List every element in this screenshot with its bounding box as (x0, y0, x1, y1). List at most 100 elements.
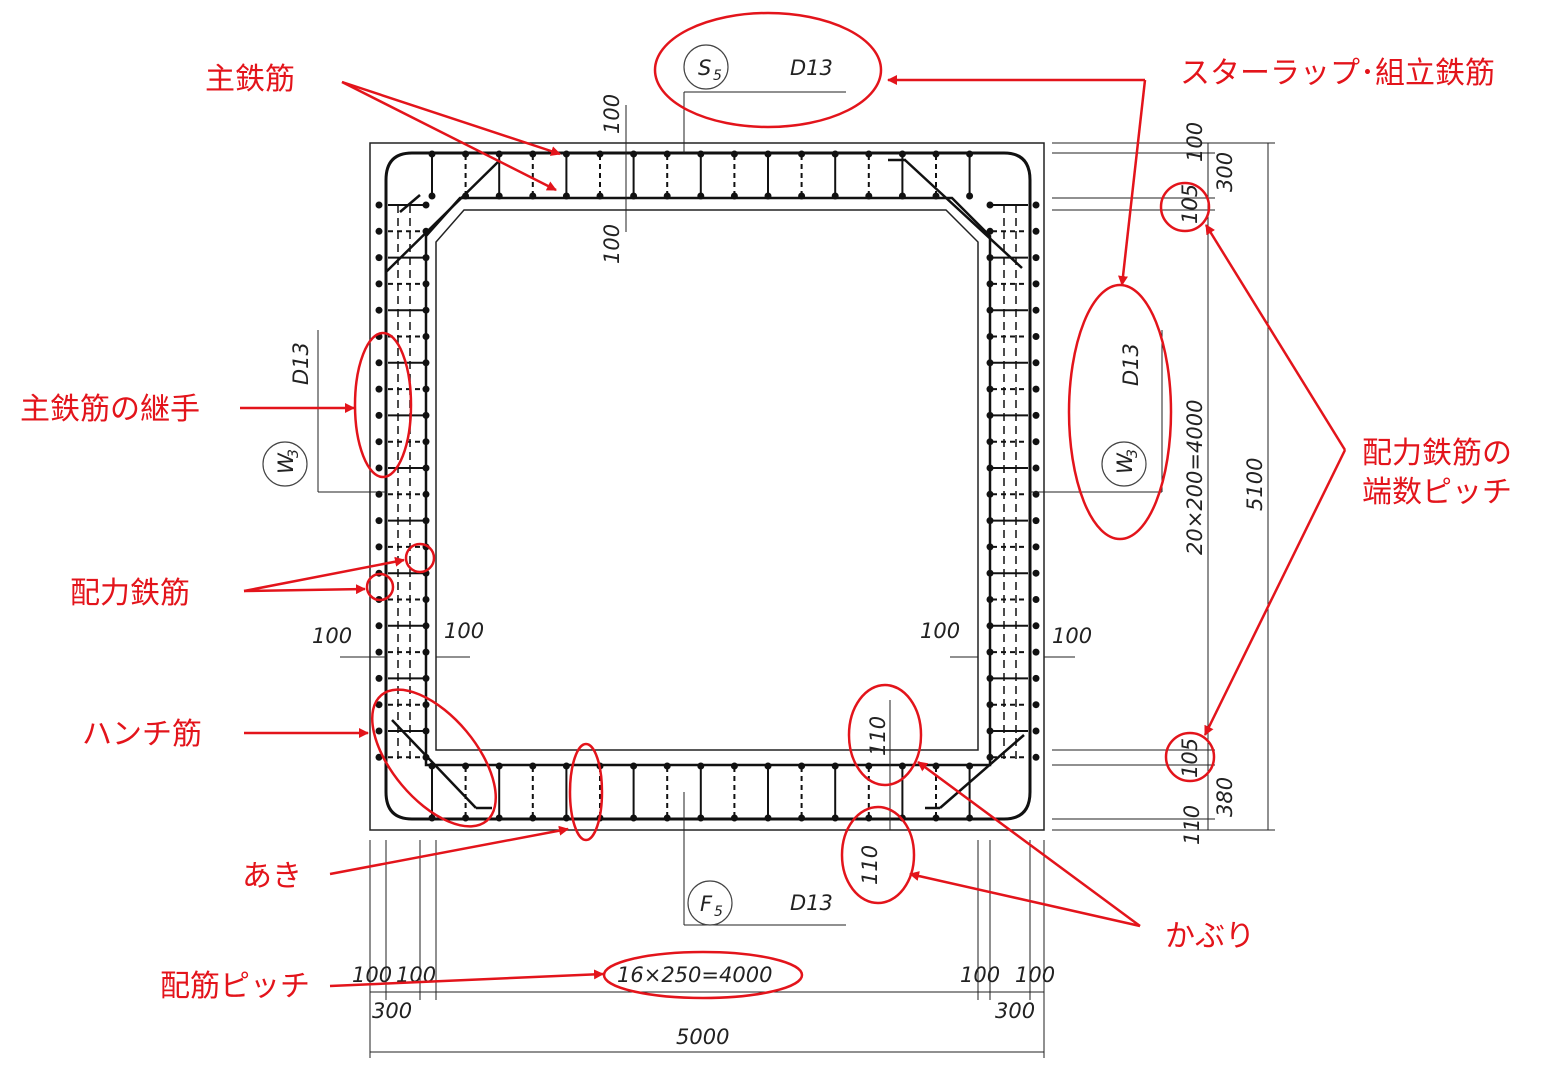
rebar-dot (630, 762, 638, 770)
rebar-dot (764, 814, 772, 822)
rebar-dot (697, 762, 705, 770)
annotation-labels: 主鉄筋 スターラップ･組立鉄筋 主鉄筋の継手 配力鉄筋 配力鉄筋の 端数ピッチ … (20, 56, 1512, 1004)
dim-left-outer: 100 (312, 624, 352, 648)
label-rebar-pitch: 配筋ピッチ (160, 969, 310, 1004)
distribution-rebar-dots (375, 150, 1040, 822)
stirrups-top (431, 155, 971, 196)
rebar-dot (730, 150, 738, 158)
stirrups-bottom (431, 767, 971, 817)
dim-bottom-100-d: 100 (1015, 963, 1055, 987)
rebar-dot (375, 227, 383, 235)
rebar-dot (422, 306, 430, 314)
rebar-dot (932, 762, 940, 770)
rebar-dot (375, 254, 383, 262)
bar-size-label: D13 (1119, 343, 1143, 386)
dim-right-top-300: 300 (1213, 152, 1237, 192)
rebar-dot (375, 464, 383, 472)
dim-cover-110-upper: 110 (866, 716, 890, 756)
rebar-dot (764, 150, 772, 158)
rebar-dot (1032, 517, 1040, 525)
bar-size-label: D13 (289, 342, 313, 385)
rebar-dot (422, 727, 430, 735)
highlight-ellipses (353, 11, 1216, 1000)
rebar-dot (375, 438, 383, 446)
rebar-dot (1032, 411, 1040, 419)
bar-mark-left: W 3 D13 (262, 342, 313, 487)
rebar-dot (986, 464, 994, 472)
bar-mark-top: S 5 D13 (683, 44, 833, 90)
rebar-dot (663, 762, 671, 770)
rebar-dot (831, 814, 839, 822)
rebar-dot (697, 150, 705, 158)
dim-bottom-300-left: 300 (372, 999, 412, 1023)
rebar-dot (495, 814, 503, 822)
rebar-dot (898, 150, 906, 158)
rebar-dot (1032, 333, 1040, 340)
rebar-dot (986, 648, 994, 656)
bar-mark-sub: 5 (714, 904, 723, 920)
dim-cover-110-lower: 110 (858, 845, 882, 885)
rebar-dot (375, 701, 383, 709)
label-cover: かぶり (1165, 919, 1255, 954)
dim-right-bottom-105: 105 (1178, 738, 1202, 778)
rebar-dot (986, 385, 994, 393)
bar-mark-sub: 5 (713, 68, 722, 84)
ties-right (992, 204, 1028, 759)
label-distribution-pitch-1: 配力鉄筋の (1362, 436, 1512, 471)
rebar-dot (798, 192, 806, 200)
rebar-dot (375, 385, 383, 393)
rebar-dot (529, 150, 537, 158)
outer-outline (369, 142, 1045, 831)
dim-total-width: 5000 (676, 1025, 729, 1049)
rebar-dot (986, 227, 994, 235)
rebar-dot (428, 762, 436, 770)
rebar-dot (986, 569, 994, 577)
rebar-dot (1032, 727, 1040, 735)
rebar-dot (1032, 569, 1040, 577)
rebar-dot (1032, 596, 1040, 603)
rebar-dot (966, 762, 974, 770)
bar-size-label: D13 (790, 56, 833, 80)
rebar-dot (596, 150, 604, 158)
rebar-dot (932, 192, 940, 200)
rebar-dot (375, 411, 383, 419)
rebar-dot (1032, 280, 1040, 288)
haunch-rebars (385, 158, 1025, 810)
rebar-dot (462, 814, 470, 822)
rebar-dot (831, 762, 839, 770)
dim-bottom-100-c: 100 (960, 963, 1000, 987)
dim-top-inner: 100 (600, 224, 624, 264)
rebar-dot (986, 753, 994, 761)
rebar-dot (630, 814, 638, 822)
rebar-dot (986, 622, 994, 630)
rebar-dot (730, 814, 738, 822)
ties-left (388, 204, 1017, 760)
rebar-dot (986, 411, 994, 419)
dim-total-height: 5100 (1243, 458, 1267, 511)
rebar-dot (697, 192, 705, 200)
rebar-dot (798, 762, 806, 770)
rebar-dot (1032, 490, 1040, 498)
rebar-dot (986, 674, 994, 682)
rebar-dot (422, 201, 430, 209)
rebar-dot (422, 411, 430, 419)
rebar-dot (663, 150, 671, 158)
rebar-dot (1032, 385, 1040, 393)
rebar-dot (375, 306, 383, 314)
rebar-dot (422, 280, 430, 288)
rebar-dot (986, 517, 994, 525)
rebar-dot (932, 150, 940, 158)
rebar-dot (422, 359, 430, 367)
rebar-dot (898, 192, 906, 200)
rebar-dot (422, 254, 430, 262)
rebar-dot (865, 814, 873, 822)
rebar-dot (422, 622, 430, 630)
rebar-dot (562, 150, 570, 158)
rebar-dot (422, 464, 430, 472)
rebar-dot (898, 762, 906, 770)
rebar-dot (562, 762, 570, 770)
bar-mark-letter: F (700, 892, 713, 916)
rebar-dot (375, 490, 383, 498)
rebar-dot (1032, 543, 1040, 551)
